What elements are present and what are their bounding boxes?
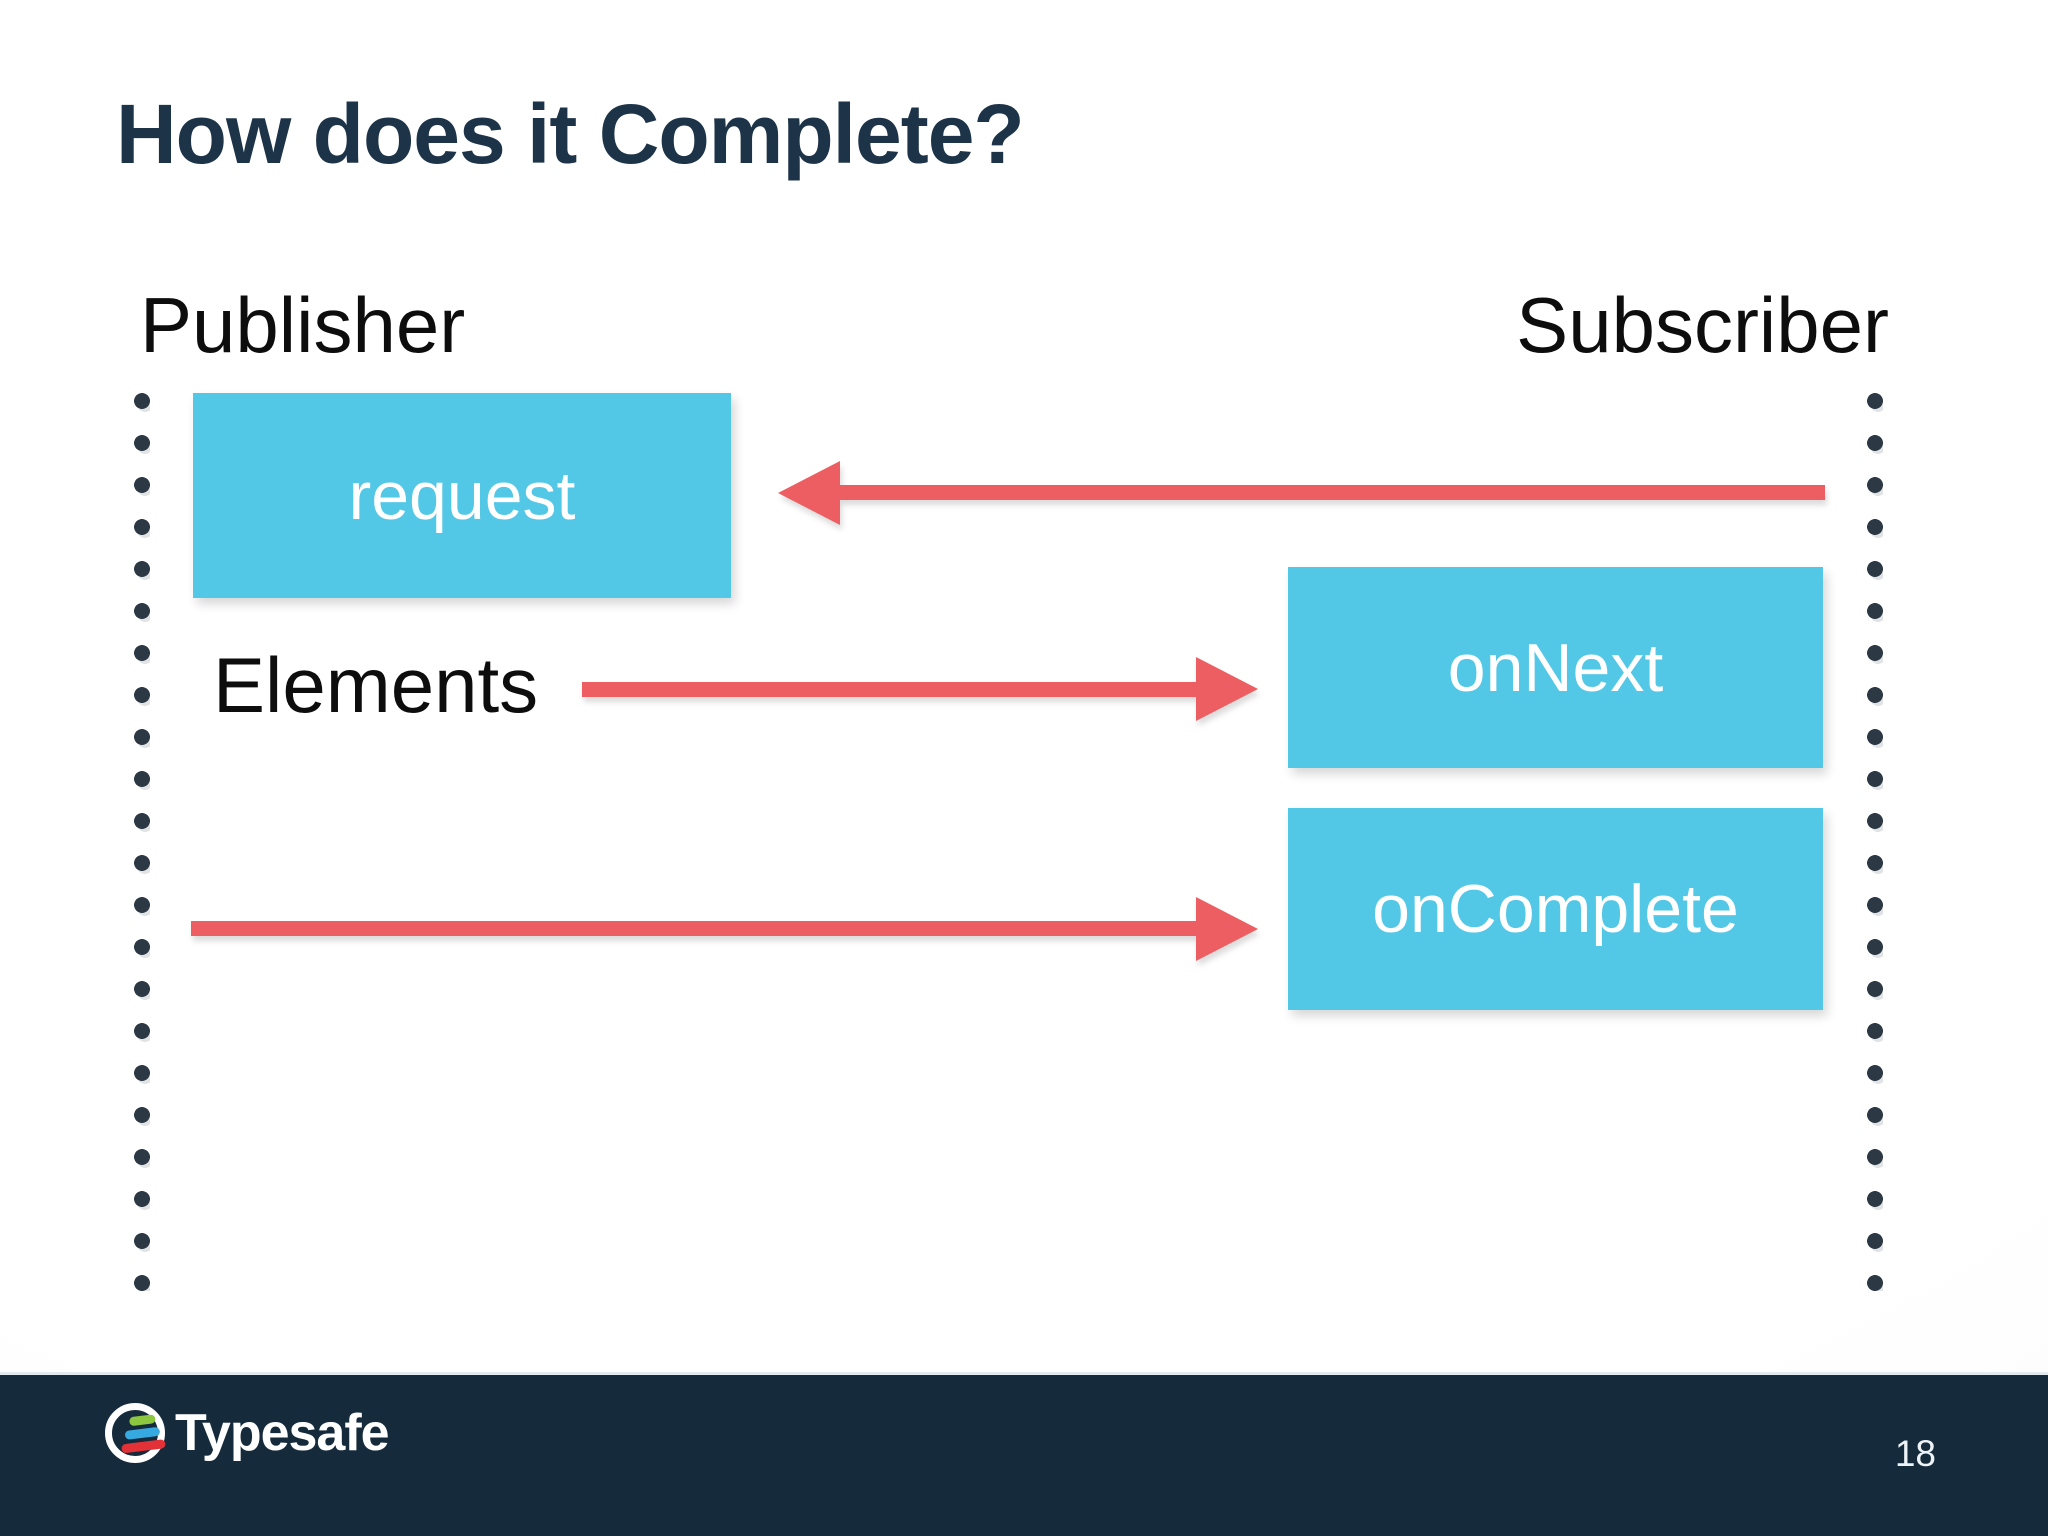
brand-name: Typesafe [175, 1404, 390, 1462]
footer-bar: Typesafe 18 [0, 1372, 2048, 1536]
request-arrow-shaft [830, 485, 1825, 500]
subscriber-label: Subscriber [1516, 281, 1889, 369]
request-box-label: request [348, 457, 576, 534]
oncomplete-box-label: onComplete [1372, 871, 1739, 947]
elements-arrow-shaft [582, 682, 1200, 697]
typesafe-logo: Typesafe [105, 1403, 390, 1463]
oncomplete-arrowhead-icon [1196, 897, 1258, 961]
typesafe-ring-icon [105, 1403, 166, 1463]
onnext-box: onNext [1288, 567, 1823, 768]
typesafe-bars-icon [116, 1412, 166, 1455]
publisher-label: Publisher [140, 281, 466, 369]
oncomplete-arrow-shaft [191, 921, 1200, 936]
onnext-box-label: onNext [1447, 629, 1664, 706]
publisher-lifeline [134, 393, 150, 1291]
slide-title: How does it Complete? [116, 87, 1025, 181]
request-box: request [193, 393, 731, 598]
subscriber-lifeline [1867, 393, 1883, 1291]
oncomplete-box: onComplete [1288, 808, 1823, 1010]
request-arrowhead-icon [778, 461, 840, 525]
page-number: 18 [1894, 1433, 1936, 1474]
elements-label: Elements [213, 641, 539, 729]
elements-arrowhead-icon [1196, 657, 1258, 721]
